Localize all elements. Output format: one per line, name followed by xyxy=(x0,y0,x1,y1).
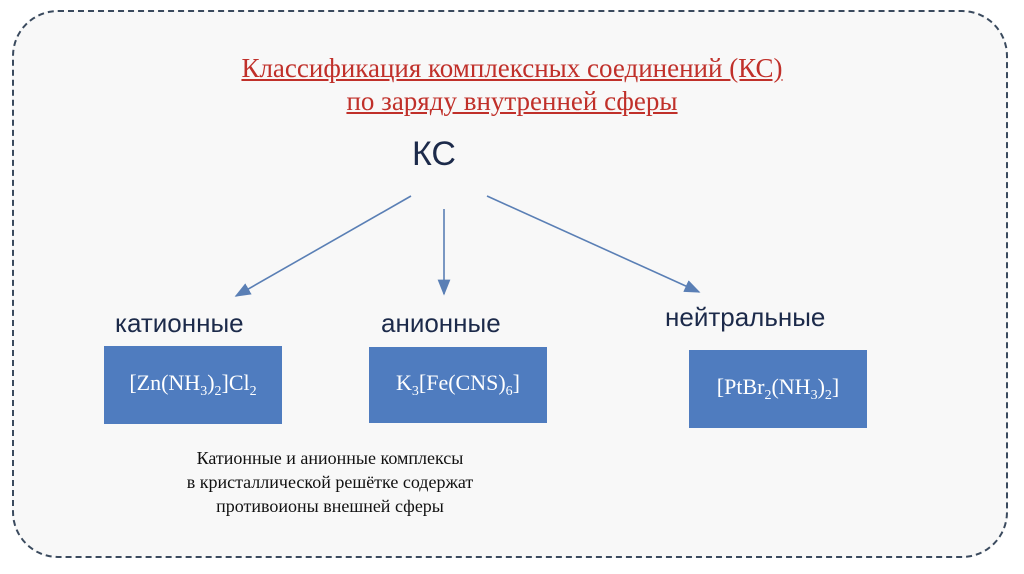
branch-label-neutral: нейтральные xyxy=(665,302,826,332)
diagram-title: Классификация комплексных соединений (КС… xyxy=(0,52,1024,118)
formula-text: [PtBr2(NH3)2] xyxy=(716,374,840,403)
footnote-text: Катионные и анионные комплексы в кристал… xyxy=(150,446,510,518)
formula-box-anionic: K3[Fe(CNS)6] xyxy=(369,347,547,423)
formula-subscript: 6 xyxy=(505,384,513,399)
root-node-label: КС xyxy=(412,135,456,173)
formula-subscript: 3 xyxy=(810,388,818,403)
formula-text: K3[Fe(CNS)6] xyxy=(396,370,520,399)
formula-subscript: 3 xyxy=(411,384,419,399)
diagram-frame xyxy=(12,10,1008,558)
arrow-to-cationic xyxy=(234,195,412,297)
formula-subscript: 2 xyxy=(249,384,257,399)
footnote-line-2: в кристаллической решётке содержат xyxy=(186,472,474,492)
formula-box-cationic: [Zn(NH3)2]Cl2 xyxy=(104,346,282,424)
formula-subscript: 3 xyxy=(200,384,208,399)
formula-subscript: 2 xyxy=(764,388,772,403)
formula-subscript: 2 xyxy=(214,384,222,399)
title-line-2: по заряду внутренней сферы xyxy=(346,86,678,116)
branch-label-cationic: катионные xyxy=(115,308,244,338)
formula-text: [Zn(NH3)2]Cl2 xyxy=(129,370,257,399)
footnote-line-1: Катионные и анионные комплексы xyxy=(196,448,464,468)
arrow-to-neutral xyxy=(486,195,701,293)
formula-box-neutral: [PtBr2(NH3)2] xyxy=(689,350,867,428)
footnote-line-3: противоионы внешней сферы xyxy=(216,496,444,516)
formula-subscript: 2 xyxy=(824,388,832,403)
branch-label-anionic: анионные xyxy=(381,308,501,338)
title-line-1: Классификация комплексных соединений (КС… xyxy=(241,53,783,83)
